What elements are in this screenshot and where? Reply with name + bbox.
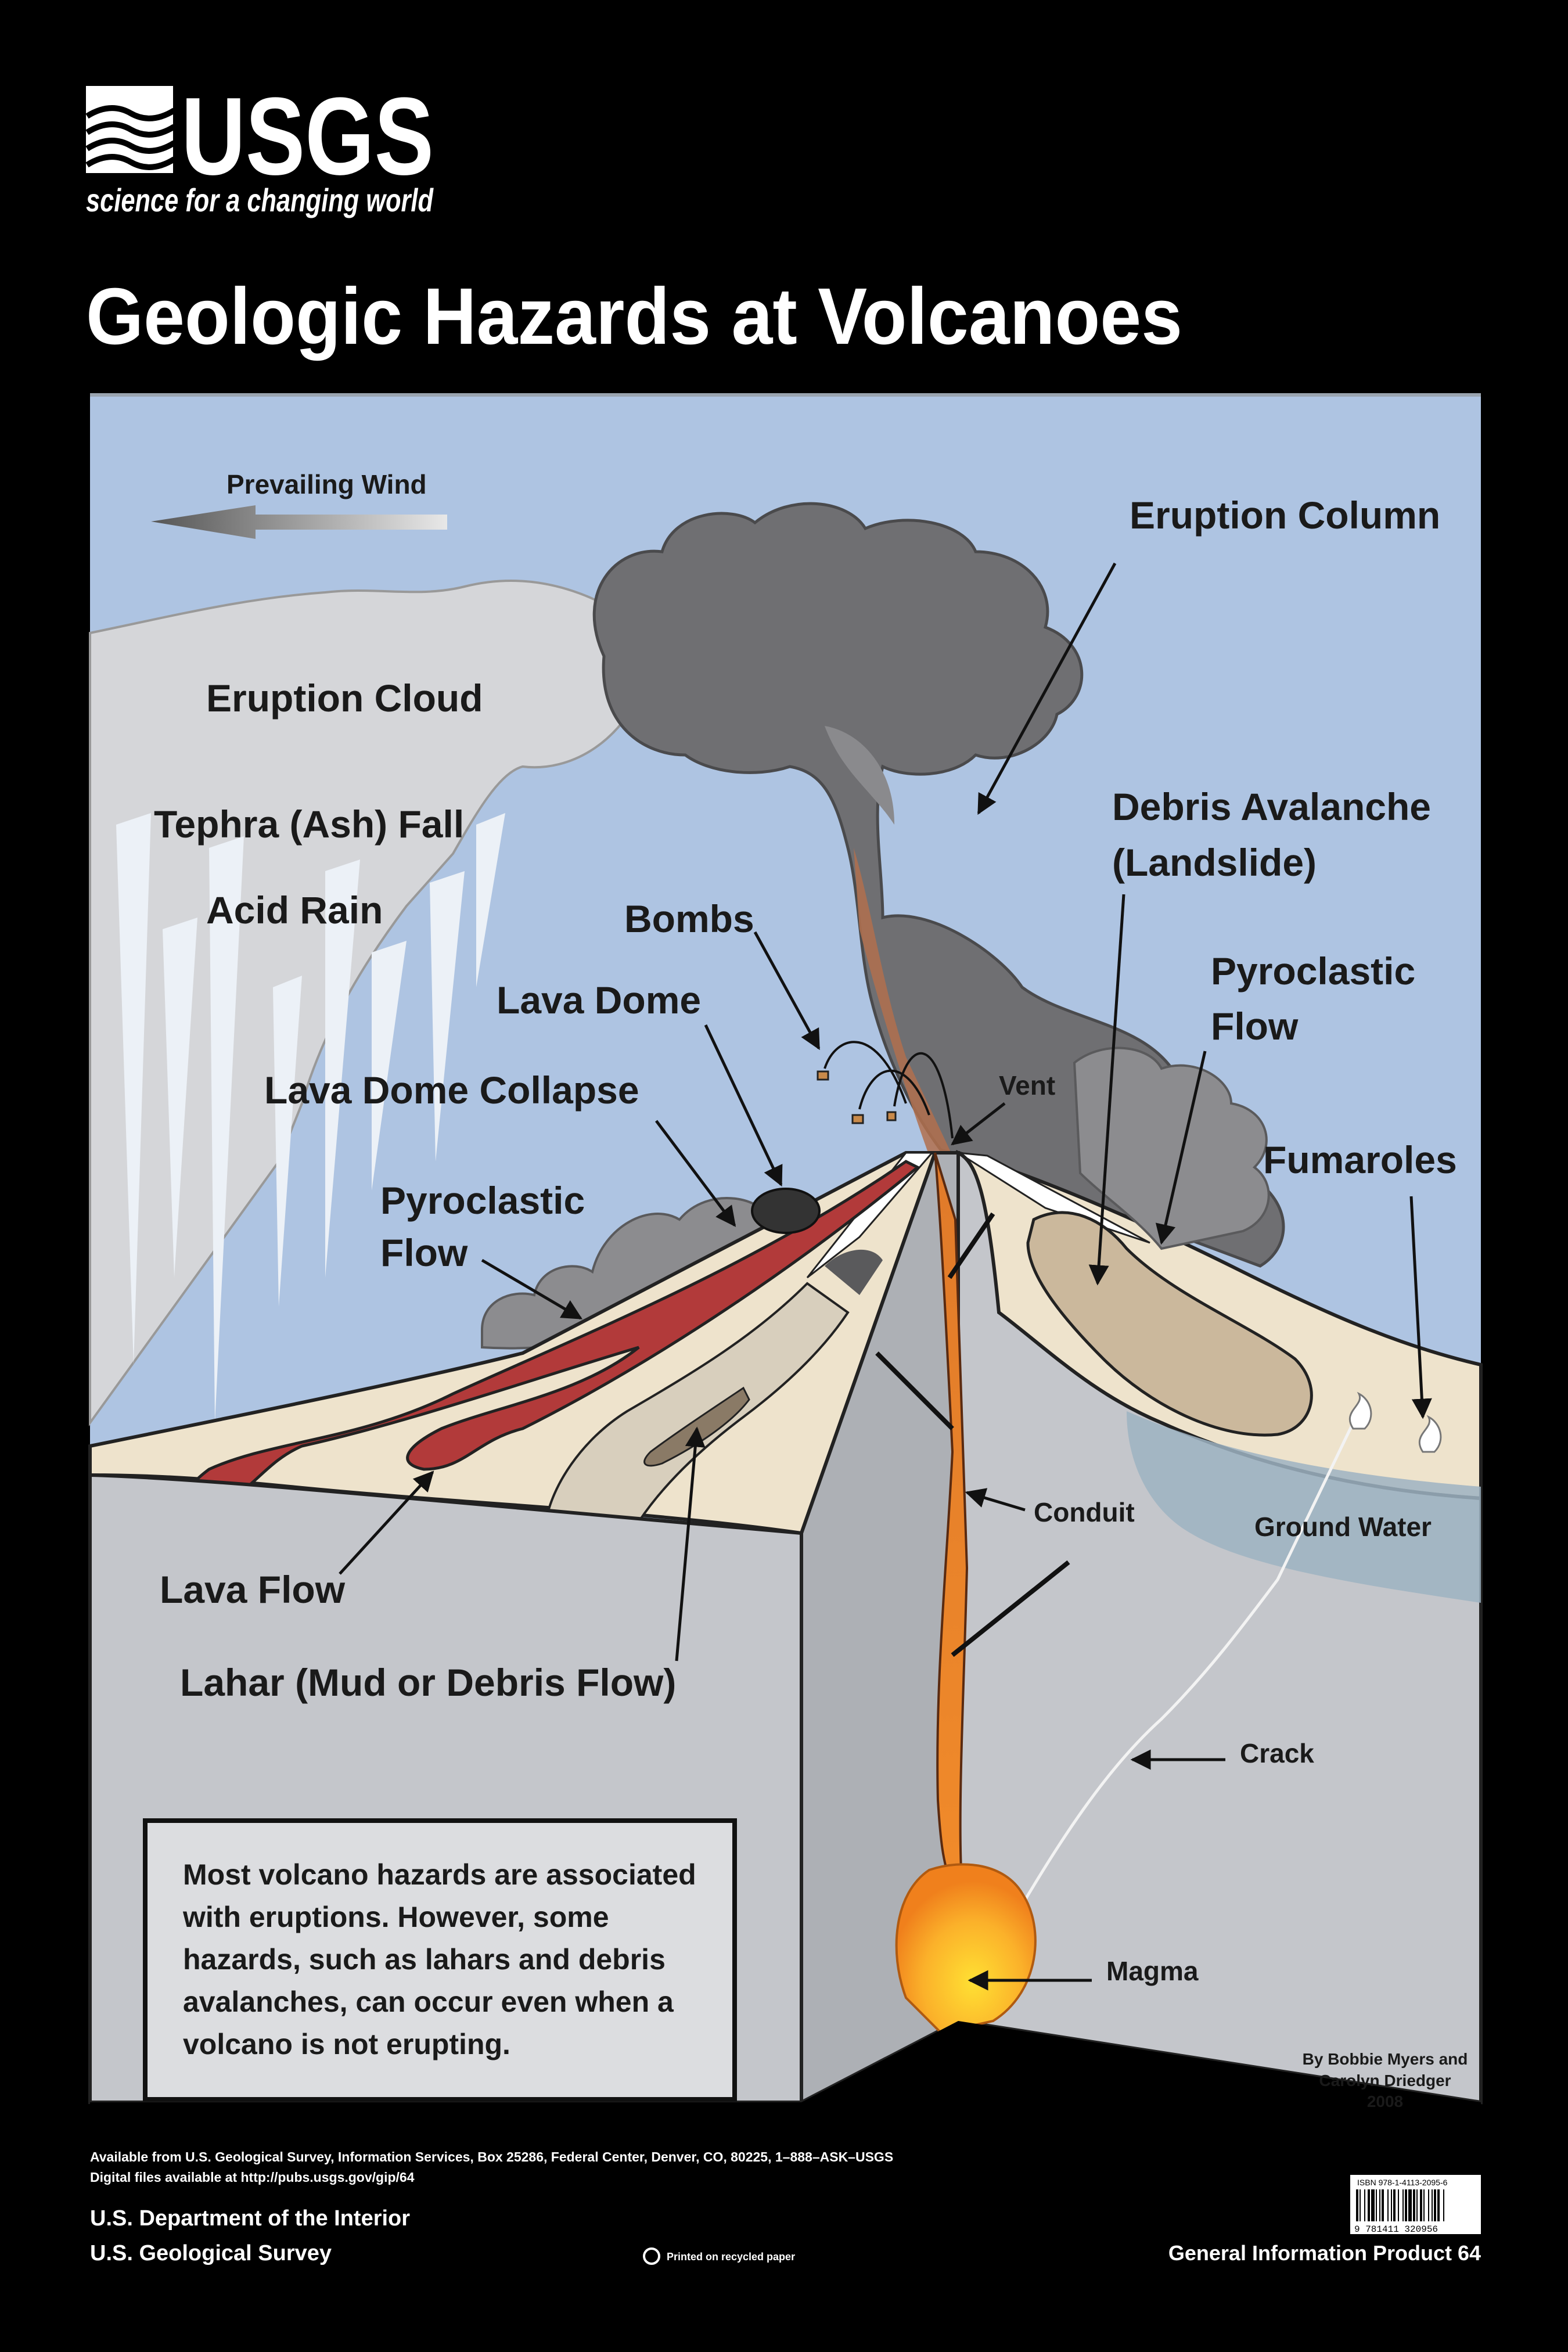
barcode-bar: [1391, 2189, 1392, 2221]
footer: Available from U.S. Geological Survey, I…: [90, 2149, 1481, 2265]
magma-label: Magma: [1106, 1956, 1199, 1986]
barcode-bar: [1360, 2189, 1361, 2221]
tephra-fall-label: Tephra (Ash) Fall: [154, 803, 464, 846]
note-line-3: hazards, such as lahars and debris: [183, 1943, 666, 1976]
barcode-bar: [1443, 2189, 1444, 2221]
credit-line-2: Carolyn Driedger: [1319, 2072, 1451, 2090]
hazard-note-box: Most volcano hazards are associated with…: [143, 1818, 737, 2102]
barcode-bar: [1432, 2189, 1433, 2221]
isbn-text: ISBN 978-1-4113-2095-6: [1357, 2178, 1448, 2187]
ground-water-label: Ground Water: [1254, 1512, 1432, 1542]
crack: [1020, 1422, 1355, 1906]
tephra-streaks: [116, 813, 505, 1423]
recycle-icon: [643, 2247, 660, 2265]
lava-flow-label: Lava Flow: [160, 1568, 346, 1611]
barcode-bar: [1434, 2189, 1436, 2221]
note-line-1: Most volcano hazards are associated: [183, 1858, 696, 1891]
barcode-bar: [1423, 2189, 1425, 2221]
barcode-bar: [1368, 2189, 1370, 2221]
barcode-bar: [1416, 2189, 1418, 2221]
pyroclastic-flow-right-label-2: Flow: [1211, 1005, 1299, 1048]
lava-dome-label: Lava Dome: [497, 979, 701, 1022]
barcode-bar: [1371, 2189, 1375, 2221]
barcode-bar: [1387, 2189, 1389, 2221]
eruption-column-label: Eruption Column: [1130, 494, 1440, 537]
volcano-diagram: Prevailing Wind Eruption Column Eruption…: [88, 393, 1483, 2126]
vent-label: Vent: [999, 1070, 1055, 1101]
availability-text: Available from U.S. Geological Survey, I…: [90, 2149, 893, 2164]
barcode-bar: [1393, 2189, 1396, 2221]
prevailing-wind-label: Prevailing Wind: [226, 469, 427, 499]
agency-name: U.S. Geological Survey: [90, 2241, 332, 2265]
debris-avalanche-label-1: Debris Avalanche: [1112, 785, 1431, 828]
pyroclastic-flow-right-label-1: Pyroclastic: [1211, 950, 1415, 992]
acid-rain-label: Acid Rain: [206, 889, 383, 932]
usgs-logo[interactable]: USGS science for a changing world: [85, 75, 434, 218]
debris-avalanche-label-2: (Landslide): [1112, 841, 1317, 884]
lava-dome: [751, 1188, 821, 1234]
recycled-paper-text: Printed on recycled paper: [667, 2251, 795, 2263]
barcode-number: 9 781411 320956: [1354, 2224, 1438, 2235]
barcode-bar: [1402, 2189, 1404, 2221]
barcode-bar: [1376, 2189, 1377, 2221]
pyroclastic-cloud-right: [1073, 1046, 1270, 1250]
bombs: [817, 1070, 897, 1124]
pyroclastic-flow-left-label-1: Pyroclastic: [380, 1179, 585, 1222]
barcode-bar: [1405, 2189, 1407, 2221]
barcode-bar: [1364, 2189, 1365, 2221]
note-line-2: with eruptions. However, some: [182, 1901, 609, 1933]
lahar-label: Lahar (Mud or Debris Flow): [180, 1661, 676, 1704]
barcode-bar: [1398, 2189, 1399, 2221]
page-title: Geologic Hazards at Volcanoes: [86, 272, 1182, 361]
barcode-bar: [1413, 2189, 1415, 2221]
barcode-bar: [1420, 2189, 1422, 2221]
barcode-bar: [1379, 2189, 1380, 2221]
lava-flow: [189, 1160, 920, 1503]
usgs-tagline: science for a changing world: [86, 182, 434, 218]
barcode-bar: [1428, 2189, 1429, 2221]
barcode-bar: [1408, 2189, 1412, 2221]
department-name: U.S. Department of the Interior: [90, 2206, 410, 2231]
isbn-barcode: ISBN 978-1-4113-2095-6 9 781411 320956: [1350, 2175, 1481, 2235]
barcode-bar: [1437, 2189, 1440, 2221]
lava-dome-collapse-label: Lava Dome Collapse: [264, 1069, 639, 1112]
fumaroles-label: Fumaroles: [1263, 1138, 1457, 1181]
eruption-cloud-label: Eruption Cloud: [206, 677, 483, 720]
conduit: [934, 1152, 969, 1871]
barcode-bar: [1356, 2189, 1358, 2221]
barcode-bars: [1356, 2189, 1444, 2221]
credit-line-3: 2008: [1367, 2092, 1403, 2110]
product-number: General Information Product 64: [1168, 2241, 1481, 2265]
conduit-label: Conduit: [1034, 1497, 1135, 1527]
barcode-bar: [1382, 2189, 1384, 2221]
note-line-4: avalanches, can occur even when a: [183, 1986, 674, 2018]
usgs-logo-text: USGS: [181, 75, 434, 198]
author-credit: By Bobbie Myers and Carolyn Driedger 200…: [1303, 2050, 1468, 2110]
note-line-5: volcano is not erupting.: [183, 2028, 510, 2060]
prevailing-wind: Prevailing Wind: [151, 469, 447, 539]
digital-files-link[interactable]: Digital files available at http://pubs.u…: [90, 2170, 415, 2185]
bombs-label: Bombs: [624, 897, 754, 940]
ground-water: [1127, 1411, 1481, 1603]
wind-arrow-icon: [151, 505, 447, 539]
crack-label: Crack: [1240, 1738, 1314, 1768]
usgs-wave-icon: [85, 86, 176, 173]
pyroclastic-flow-left-label-2: Flow: [380, 1231, 468, 1274]
credit-line-1: By Bobbie Myers and: [1303, 2050, 1468, 2068]
